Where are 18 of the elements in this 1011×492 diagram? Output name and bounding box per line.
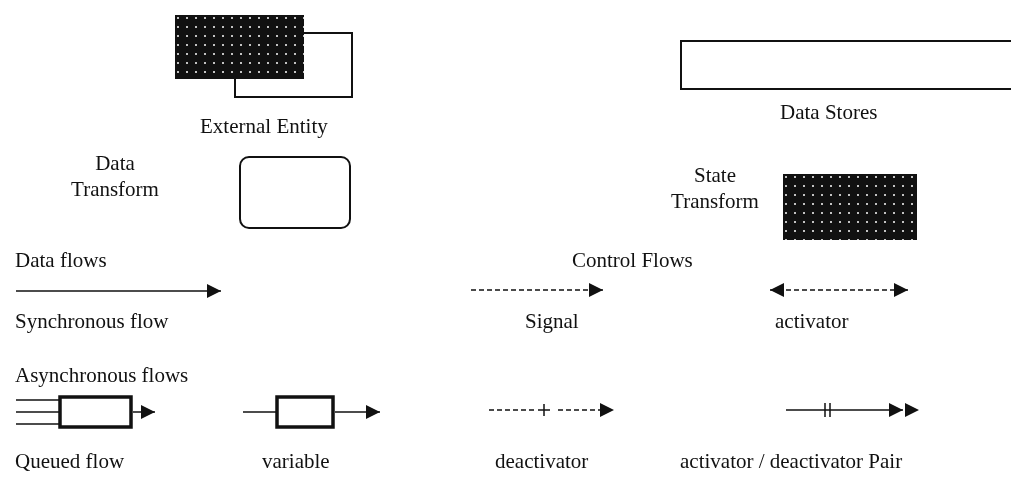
- data-transform-symbol: [239, 156, 352, 230]
- legend-label: Signal: [525, 308, 579, 334]
- legend-label: variable: [262, 448, 330, 474]
- state-transform-symbol: [782, 173, 918, 241]
- section-heading: Control Flows: [572, 247, 693, 273]
- legend-label: Queued flow: [15, 448, 125, 474]
- symbol-label: State Transform: [670, 162, 760, 214]
- symbol-label: Data Transform: [70, 150, 160, 202]
- legend-label: Synchronous flow: [15, 308, 169, 334]
- external-entity-symbol: [174, 14, 354, 99]
- symbol-label: Data Stores: [780, 99, 878, 125]
- legend-label: deactivator: [495, 448, 589, 474]
- section-heading: Asynchronous flows: [15, 362, 189, 388]
- section-heading: Data flows: [15, 247, 107, 273]
- legend-label: activator / deactivator Pair: [680, 448, 903, 474]
- legend-label: activator: [775, 308, 849, 334]
- data-store-symbol: [679, 39, 1011, 92]
- symbol-label: External Entity: [200, 113, 328, 139]
